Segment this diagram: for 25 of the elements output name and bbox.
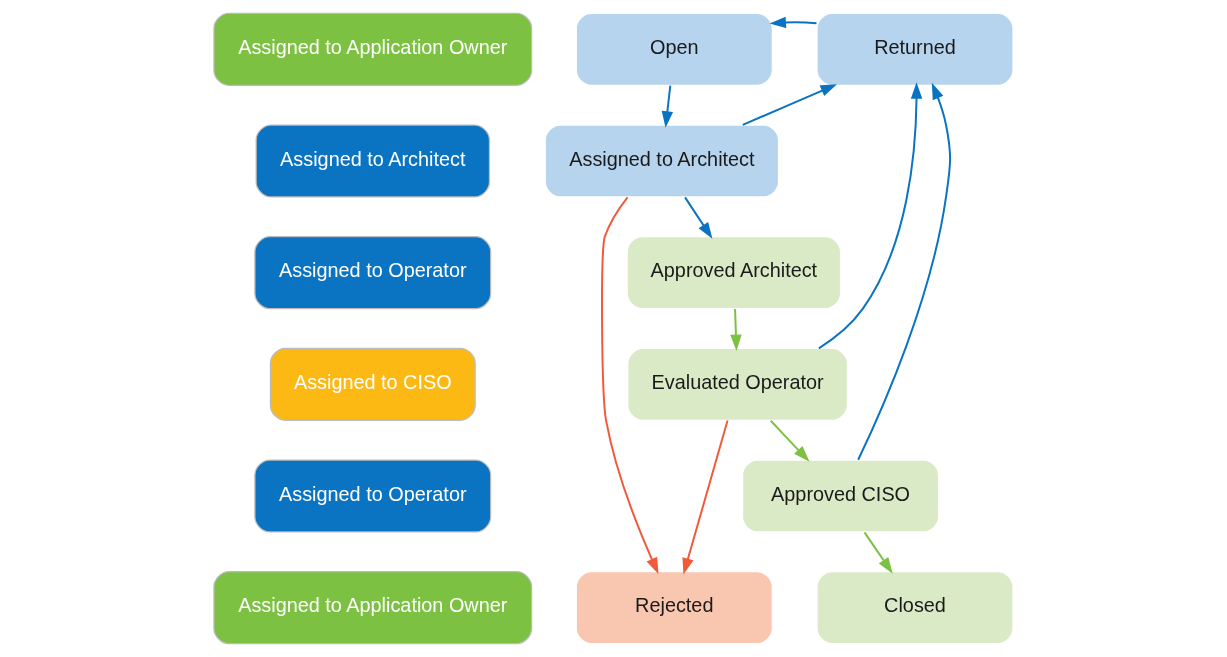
arrow	[817, 82, 923, 350]
arrow	[661, 84, 674, 128]
node-box: Approved Architect	[626, 236, 842, 310]
node-box: Assigned to Architect	[544, 124, 780, 198]
node-box: Assigned to CISO	[269, 347, 476, 421]
arrow	[684, 196, 713, 239]
node-box: Assigned to Operator	[254, 459, 492, 533]
arrow	[769, 16, 818, 29]
node-box: Assigned to Operator	[254, 236, 492, 310]
arrow	[769, 419, 810, 462]
arrow	[601, 196, 659, 575]
arrow	[857, 82, 952, 461]
arrow	[741, 84, 837, 126]
node-box: Approved CISO	[741, 459, 940, 533]
arrow	[682, 419, 729, 575]
node-box: Assigned to Application Owner	[213, 12, 533, 86]
arrow	[730, 308, 742, 352]
arrow	[863, 531, 893, 574]
node-box: Open	[575, 12, 773, 86]
node-box: Closed	[816, 571, 1014, 645]
node-box: Assigned to Architect	[255, 124, 491, 198]
node-box: Evaluated Operator	[627, 347, 848, 421]
node-box: Returned	[816, 12, 1014, 86]
node-box: Assigned to Application Owner	[213, 571, 533, 645]
node-box: Rejected	[575, 571, 773, 645]
